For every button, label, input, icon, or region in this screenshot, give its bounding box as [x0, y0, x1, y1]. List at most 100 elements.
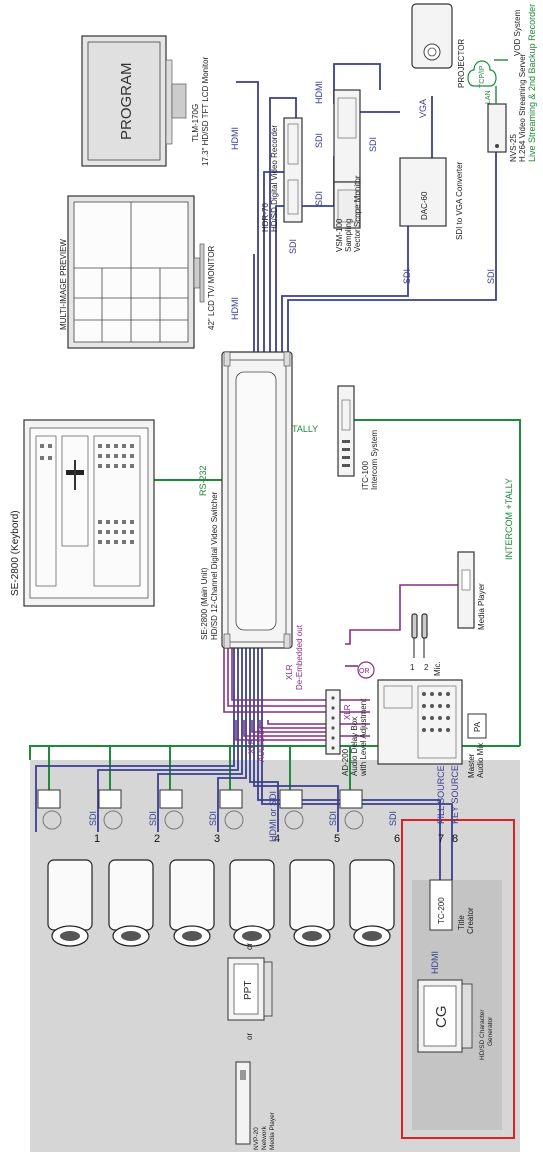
sdi-dac-label: SDI [402, 269, 412, 284]
camera-3-number: 3 [214, 833, 220, 845]
projector-label: PROJECTOR [457, 39, 466, 88]
main-unit-label-2: HD/SD 12-Channel Digital Video Switcher [210, 491, 219, 640]
hdmi-or-sdi-label: HDMI or SDI [268, 791, 278, 842]
mic-label: Mic. [433, 661, 442, 676]
sdi-cam2-label: SDI [148, 811, 158, 826]
mic-2-label: 2 [424, 663, 429, 672]
video-lines [35, 63, 497, 1105]
pa-label: PA [473, 721, 482, 732]
cg-label-2: Generator [487, 1016, 494, 1046]
camera-row [37, 789, 395, 947]
lan-label: LAN [485, 90, 492, 104]
vsm-label-1: VSM-100 [335, 218, 344, 252]
nvp-label-1: NVP-20 [253, 1127, 260, 1150]
pa-box [467, 713, 487, 739]
media-player [457, 551, 475, 629]
itc-100 [337, 385, 355, 477]
xlr-mix-label: XLR [343, 704, 352, 720]
tc-label-1: Title [457, 915, 466, 930]
tc-box-label: TC-200 [437, 897, 446, 924]
itc-label-2: Intercom System [370, 430, 379, 490]
xlr-in-label: XLR [247, 738, 256, 754]
cg-label: CG [433, 1006, 450, 1029]
lcd-tv-label-1: MULTI-IMAGE PREVIEW [59, 239, 68, 330]
tc-200 [429, 879, 453, 931]
vsm-label-3: Vector Scope Monitor [353, 175, 362, 252]
fill-source-label: FILL SOURCE [436, 765, 446, 824]
se2800-main-unit [221, 351, 293, 649]
tlm-label-2: 17.3" HD/SD TFT LCD Monitor [201, 56, 210, 166]
graphics-highlight-box [401, 819, 515, 1139]
camera-1-number: 1 [94, 833, 100, 845]
sdi-cam6-label: SDI [388, 811, 398, 826]
ad-label-1: AD-200 [341, 748, 350, 776]
ad-label-2: Audio Delay Box [350, 717, 359, 776]
tlm-label-1: TLM-170G [191, 104, 200, 142]
hdr-70-recorder [283, 117, 303, 223]
nvs-label-2: H.264 Video Streaming Server [518, 53, 527, 162]
deembedded-label: De-Embedded out [295, 624, 304, 690]
nvp-label-2: Network [261, 1125, 268, 1150]
sdi-hdr-label: SDI [288, 239, 298, 254]
camera-6-number: 6 [394, 833, 400, 845]
dac-label: SDI to VGA Converter [455, 161, 464, 240]
master-audio-mix [377, 679, 463, 765]
hdr-label-1: HDR-70 [261, 203, 270, 232]
lan-cloud [467, 59, 508, 104]
vod-label: VOD System [513, 9, 522, 56]
sdi-nvs-label: SDI [486, 269, 496, 284]
sdi-cam1-label: SDI [88, 811, 98, 826]
tally-label: TALLY [292, 424, 318, 434]
nvs-25 [487, 103, 507, 153]
xlr-out-label: XLR [285, 664, 294, 680]
hdmi-vsm-label: HDMI [314, 81, 324, 104]
ad-200 [325, 689, 341, 755]
camera-4-number: 4 [274, 833, 280, 845]
main-unit-label-1: SE-2800 (Main Unit) [200, 567, 209, 640]
lcd-tv-label-2: 42" LCD TV/ MONITOR [207, 245, 216, 330]
hdr-label-2: HD/SD Digital Video Recorder [270, 125, 279, 232]
microphones [411, 613, 428, 658]
lcd-tv [67, 195, 205, 349]
hdmi-cg-label: HDMI [430, 951, 440, 974]
key-source-label: KEY SOURCE [450, 765, 460, 824]
hdmi-lcd-label: HDMI [230, 297, 240, 320]
hdmi-tlm-label: HDMI [230, 127, 240, 150]
tlm-monitor [81, 35, 187, 167]
or-ppt-label: or [245, 943, 254, 950]
mic-1-label: 1 [410, 663, 415, 672]
cg-laptop [417, 979, 473, 1053]
dac-box-label: DAC-60 [420, 191, 429, 220]
camera-2-number: 2 [154, 833, 160, 845]
cg-label-1: HD/SD Character [479, 1009, 486, 1060]
sdi-vsm-bottom-label: SDI [314, 191, 324, 206]
itc-label-1: ITC-100 [361, 461, 370, 490]
or-mic-label: OR [359, 668, 370, 675]
vsm-label-2: Sampling [344, 219, 353, 252]
program-screen-text: PROGRAM [118, 62, 135, 140]
rs232-label: RS-232 [198, 465, 208, 496]
sdi-vsm-in-label: SDI [314, 133, 324, 148]
projector [411, 3, 453, 69]
ppt-label: PPT [243, 981, 254, 1000]
media-player-label: Media Player [477, 583, 486, 630]
keyboard-label: SE-2800 (Keybord) [10, 510, 21, 596]
se2800-keyboard [23, 419, 155, 607]
sdi-cam3-label: SDI [208, 811, 218, 826]
sdi-vsm-out-label: SDI [368, 137, 378, 152]
dac-60 [399, 157, 447, 227]
or-mic-circle [357, 661, 375, 679]
vga-label: VGA [418, 99, 428, 118]
key-input-7: 7 [438, 833, 444, 845]
audio-lines [223, 584, 458, 741]
intercom-tally-label: INTERCOM +TALLY [504, 478, 514, 560]
nvp-20 [235, 1061, 251, 1145]
or-nvp-label: or [245, 1033, 254, 1040]
ad-label-3: with Level Adjustment [359, 698, 368, 777]
camera-5-number: 5 [334, 833, 340, 845]
nvp-label-3: Media Player [269, 1111, 276, 1150]
audio-mix-label-1: Master [467, 753, 476, 778]
tcpip-label: TCP/IP [479, 65, 486, 88]
ppt-laptop [227, 957, 273, 1021]
